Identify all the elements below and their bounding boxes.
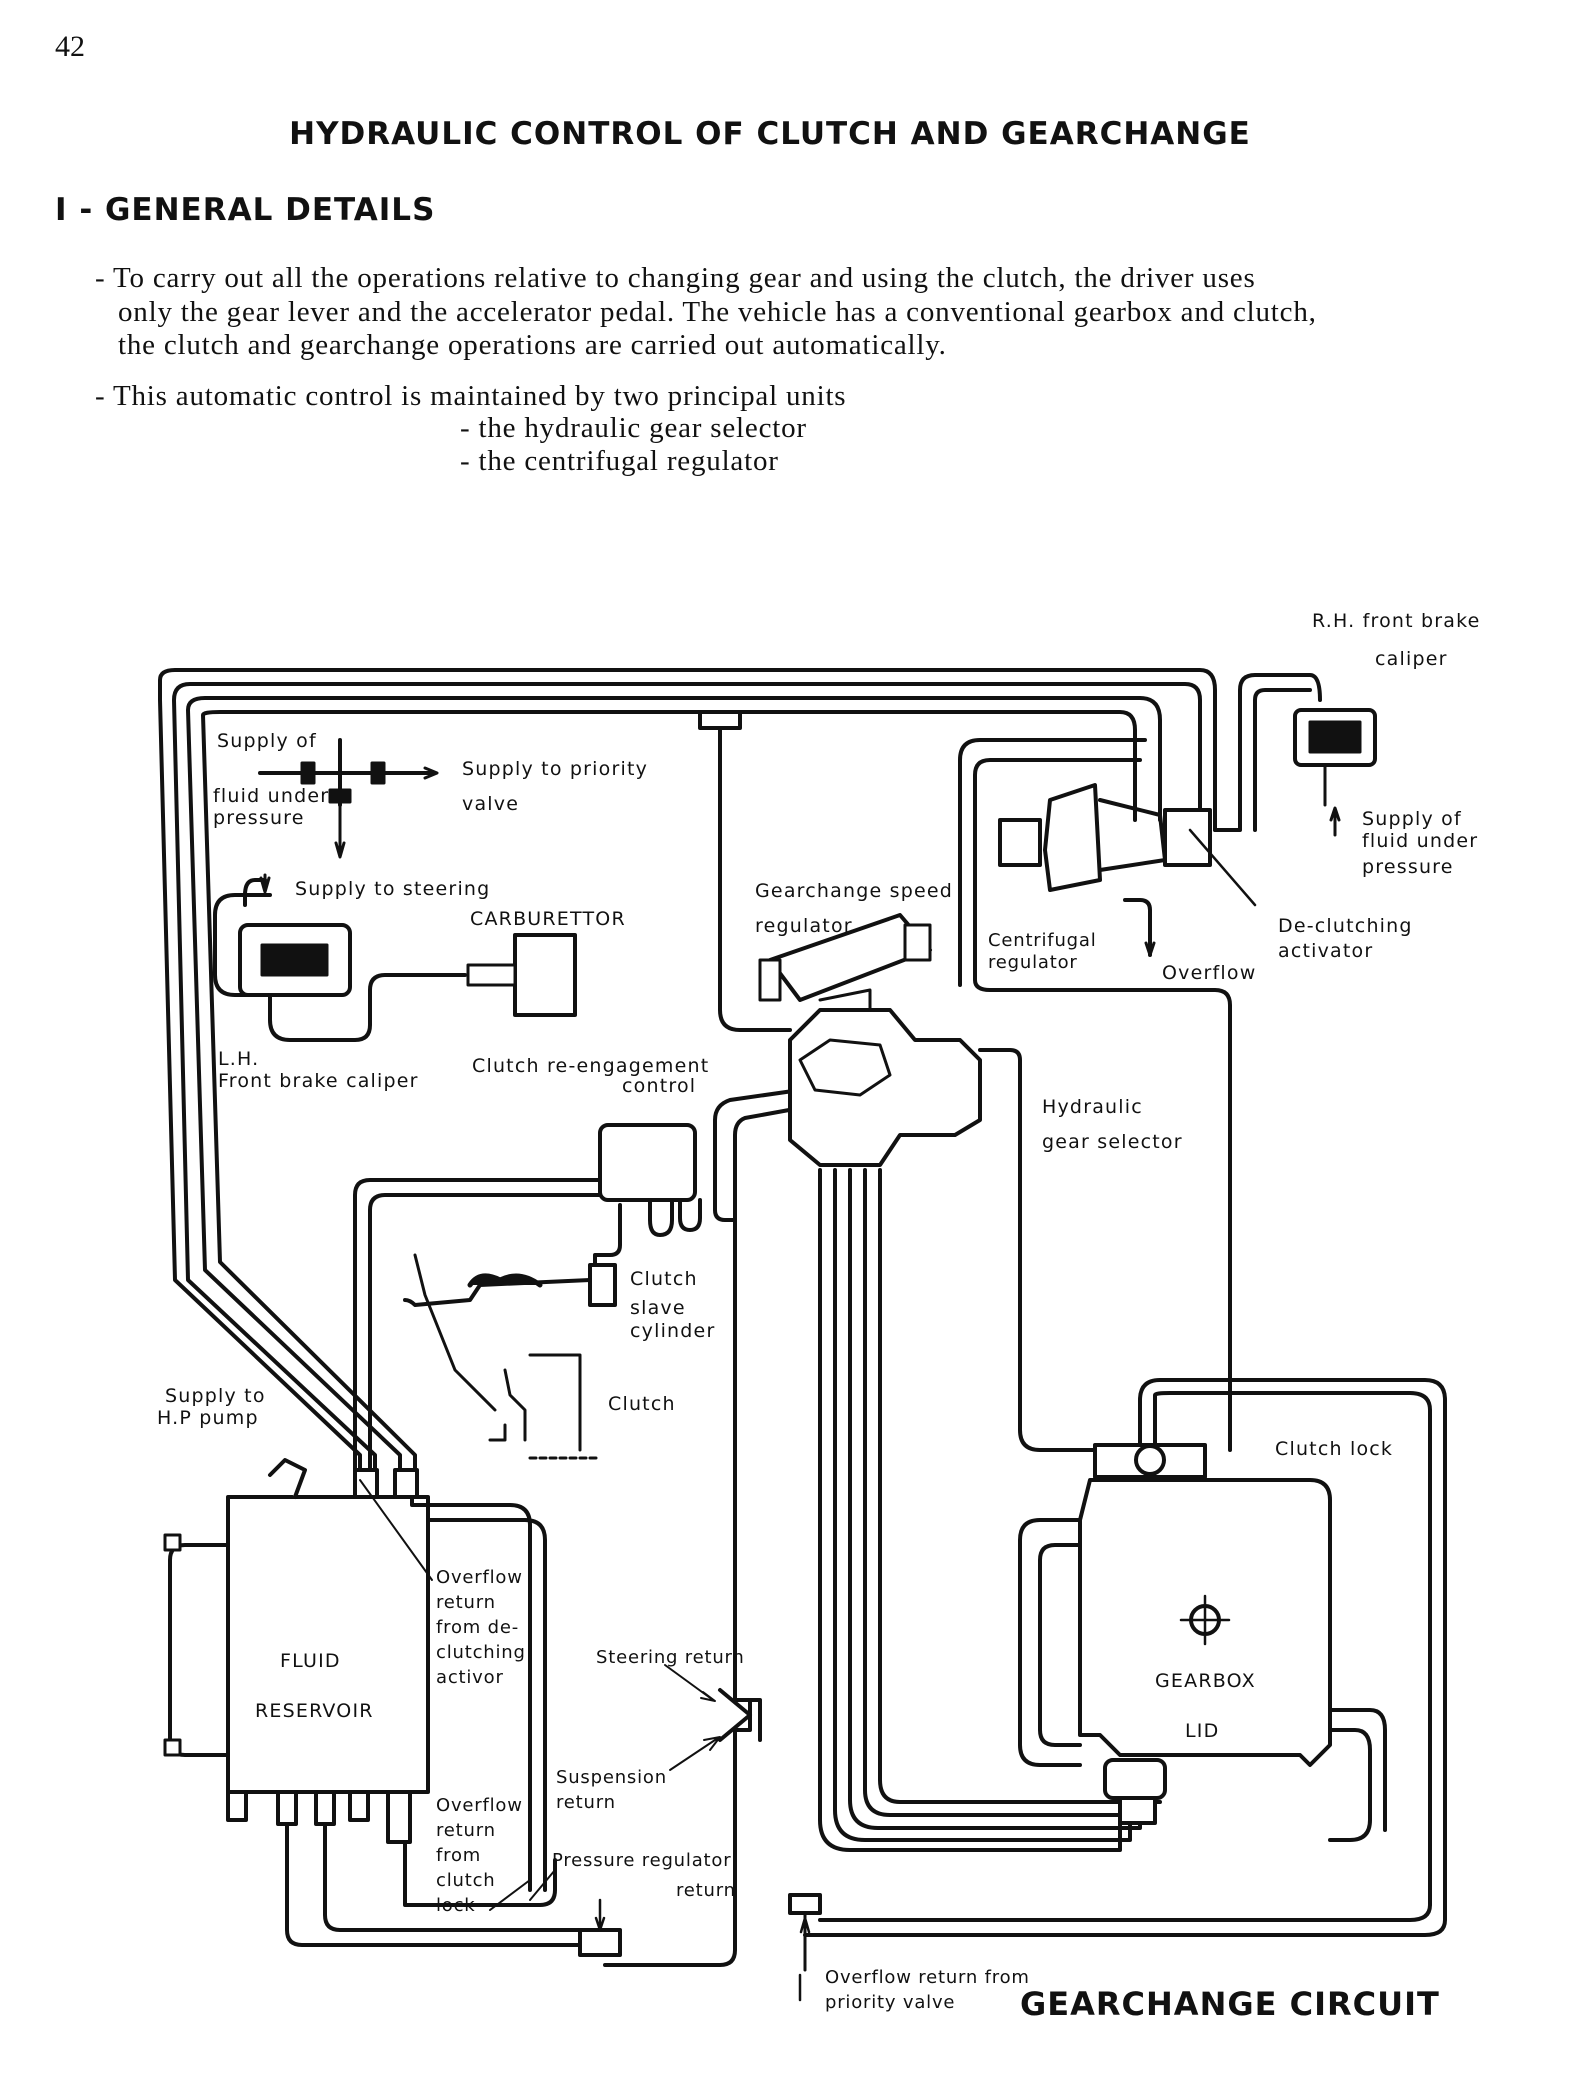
rh-caliper-label-1: R.H. front brake <box>1312 610 1481 632</box>
speed-regulator-label-1: Gearchange speed <box>755 880 954 902</box>
gear-selector-label-1: Hydraulic <box>1042 1096 1143 1118</box>
reengagement-label-2: control <box>622 1075 697 1097</box>
gearbox-label-1: GEARBOX <box>1155 1670 1256 1692</box>
lh-caliper-label-2: Front brake caliper <box>218 1070 419 1092</box>
paragraph2-line1: - This automatic control is maintained b… <box>95 380 847 412</box>
gearbox-label-2: LID <box>1185 1720 1220 1742</box>
paragraph2-line3: - the centrifugal regulator <box>460 445 779 477</box>
overflow-priority-label-1: Overflow return from <box>825 1967 1030 1988</box>
supply-fluid-left-3: pressure <box>213 807 305 829</box>
supply-priority-2: valve <box>462 793 520 815</box>
lh-caliper-label-1: L.H. <box>218 1048 260 1070</box>
overflow-decl-label-3: from de- <box>436 1617 520 1638</box>
pressure-reg-label-1: Pressure regulator <box>552 1850 732 1871</box>
overflow-decl-label-2: return <box>436 1592 496 1613</box>
overflow-decl-label-4: clutching <box>436 1642 526 1663</box>
supply-fluid-left-1: Supply of <box>217 730 317 752</box>
page-title: HYDRAULIC CONTROL OF CLUTCH AND GEARCHAN… <box>289 116 1251 152</box>
section-heading: I - GENERAL DETAILS <box>55 192 436 228</box>
overflow-top-label: Overflow <box>1162 962 1257 984</box>
clutch-label: Clutch <box>608 1393 676 1415</box>
overflow-lock-label-2: return <box>436 1820 496 1841</box>
overflow-decl-label-1: Overflow <box>436 1567 523 1588</box>
supply-steering-label: Supply to steering <box>295 878 491 900</box>
steering-return-label: Steering return <box>596 1647 745 1668</box>
hp-pump-label-1: Supply to <box>165 1385 266 1407</box>
supply-priority-1: Supply to priority <box>462 758 649 780</box>
speed-regulator-label-2: regulator <box>755 915 853 937</box>
declutching-label-2: activator <box>1278 940 1374 962</box>
supply-fluid-right-1: Supply of <box>1362 808 1462 830</box>
slave-label-2: slave <box>630 1297 686 1319</box>
overflow-lock-label-3: from <box>436 1845 482 1866</box>
gear-selector-label-2: gear selector <box>1042 1131 1183 1153</box>
hp-pump-label-2: H.P pump <box>157 1407 259 1429</box>
paragraph2-line2: - the hydraulic gear selector <box>460 412 807 444</box>
carburettor-label: CARBURETTOR <box>470 908 626 930</box>
suspension-return-label-2: return <box>556 1792 616 1813</box>
suspension-return-label-1: Suspension <box>556 1767 667 1788</box>
clutch-lock-label: Clutch lock <box>1275 1438 1394 1460</box>
paragraph1-line1: - To carry out all the operations relati… <box>95 262 1256 294</box>
declutching-label-1: De-clutching <box>1278 915 1413 937</box>
paragraph1-line2: only the gear lever and the accelerator … <box>118 296 1317 328</box>
overflow-priority-label-2: priority valve <box>825 1992 956 2013</box>
diagram-caption: GEARCHANGE CIRCUIT <box>1020 1985 1440 2023</box>
reengagement-label-1: Clutch re-engagement <box>472 1055 710 1077</box>
centrifugal-label-2: regulator <box>988 952 1078 973</box>
page-number: 42 <box>55 30 85 63</box>
centrifugal-label-1: Centrifugal <box>988 930 1097 951</box>
paragraph1-line3: the clutch and gearchange operations are… <box>118 329 947 361</box>
reservoir-label-2: RESERVOIR <box>255 1700 374 1722</box>
supply-fluid-left-2: fluid under <box>213 785 330 807</box>
rh-caliper-label-2: caliper <box>1375 648 1448 670</box>
overflow-lock-label-1: Overflow <box>436 1795 523 1816</box>
supply-fluid-right-2: fluid under <box>1362 830 1479 852</box>
main-pipe-bundle <box>158 668 1217 1472</box>
overflow-decl-label-5: activor <box>436 1667 504 1688</box>
slave-label-1: Clutch <box>630 1268 698 1290</box>
slave-label-3: cylinder <box>630 1320 716 1342</box>
overflow-lock-label-5: lock <box>436 1895 476 1916</box>
overflow-lock-label-4: clutch <box>436 1870 496 1891</box>
reservoir-label-1: FLUID <box>280 1650 341 1672</box>
pressure-reg-label-2: return <box>676 1880 736 1901</box>
supply-fluid-right-3: pressure <box>1362 856 1454 878</box>
